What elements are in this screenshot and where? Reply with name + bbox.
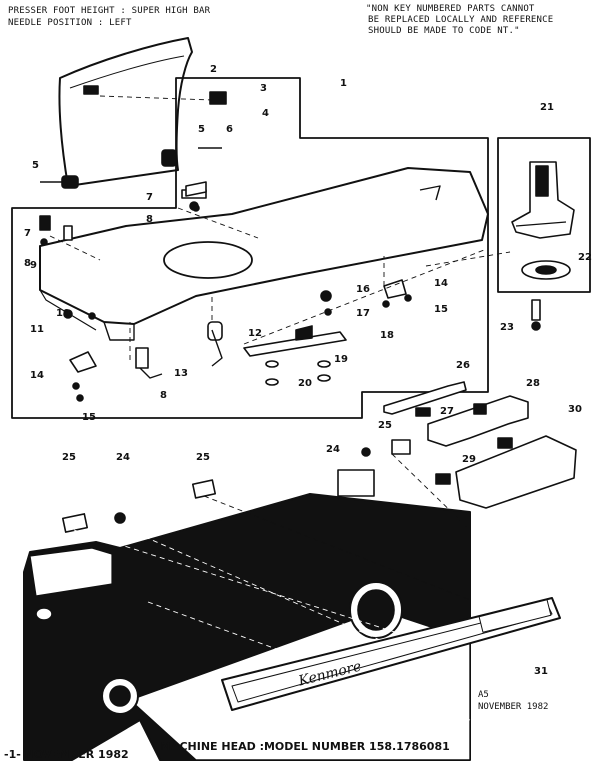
callout-27: 27 <box>440 406 454 417</box>
callout-30: 30 <box>568 404 582 415</box>
callout-15: 15 <box>82 412 96 423</box>
callout-15b: 15 <box>434 304 448 315</box>
callout-7b: 7 <box>24 228 31 239</box>
callout-13: 13 <box>174 368 188 379</box>
callout-9: 9 <box>30 260 37 271</box>
callout-21: 21 <box>540 102 554 113</box>
callout-25c: 25 <box>378 420 392 431</box>
callout-28: 28 <box>526 378 540 389</box>
note-line-1: "NON KEY NUMBERED PARTS CANNOT <box>366 4 535 14</box>
callout-31: 31 <box>534 666 548 677</box>
stamp-date: NOVEMBER 1982 <box>478 702 549 712</box>
callout-4: 4 <box>262 108 269 119</box>
callout-14b: 14 <box>434 278 448 289</box>
callout-16: 16 <box>356 284 370 295</box>
callout-6: 6 <box>226 124 233 135</box>
header-presser-foot-height: PRESSER FOOT HEIGHT : SUPER HIGH BAR <box>8 6 211 16</box>
callout-29: 29 <box>462 454 476 465</box>
callout-24: 24 <box>116 452 130 463</box>
footer-date: -1- NOVEMBER 1982 <box>4 748 129 761</box>
callout-3: 3 <box>260 83 267 94</box>
note-line-2: BE REPLACED LOCALLY AND REFERENCE <box>368 15 554 25</box>
callout-25b: 25 <box>196 452 210 463</box>
callout-26: 26 <box>456 360 470 371</box>
callout-8b: 8 <box>24 258 31 269</box>
callout-11: 11 <box>30 324 44 335</box>
needle-bar-box <box>497 137 591 293</box>
badge-plate <box>221 597 561 711</box>
callout-8c: 8 <box>160 390 167 401</box>
callout-5: 5 <box>198 124 205 135</box>
hinged-lid <box>58 37 193 187</box>
callout-19: 19 <box>334 354 348 365</box>
callout-14: 14 <box>30 370 44 381</box>
callout-18: 18 <box>380 330 394 341</box>
bar-26 <box>383 381 467 415</box>
callout-7: 7 <box>146 192 153 203</box>
callout-20: 20 <box>298 378 312 389</box>
callout-24b: 24 <box>326 444 340 455</box>
note-line-3: SHOULD BE MADE TO CODE NT." <box>368 26 520 36</box>
callout-2: 2 <box>210 64 217 75</box>
callout-labels: 1 2 3 4 5 5 6 7 7 8 8 8 9 10 11 12 13 14… <box>24 64 592 677</box>
stamp-code: A5 <box>478 690 489 700</box>
bracket-28 <box>427 395 529 447</box>
housing-30 <box>455 435 577 509</box>
callout-23: 23 <box>500 322 514 333</box>
cover-assembly-boundary <box>11 77 489 419</box>
callout-22: 22 <box>578 252 592 263</box>
header-needle-position: NEEDLE POSITION : LEFT <box>8 18 132 28</box>
callout-17: 17 <box>356 308 370 319</box>
callout-5b: 5 <box>32 160 39 171</box>
callout-25: 25 <box>62 452 76 463</box>
callout-8: 8 <box>146 214 153 225</box>
footer-title: MACHINE HEAD :MODEL NUMBER 158.1786081 <box>160 740 450 753</box>
callout-12: 12 <box>248 328 262 339</box>
callout-1: 1 <box>340 78 347 89</box>
callout-10: 10 <box>56 308 70 319</box>
top-cover-body <box>39 167 489 325</box>
